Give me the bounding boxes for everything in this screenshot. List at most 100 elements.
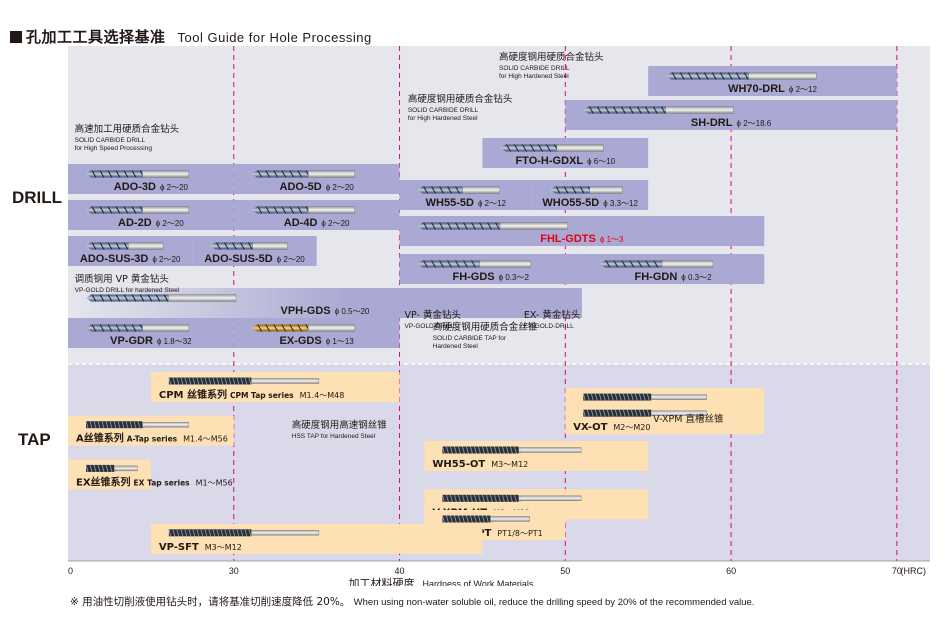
- tool-flute-twist: [447, 260, 452, 268]
- tool-thread: [121, 421, 125, 429]
- drill-bar: [233, 318, 400, 348]
- x-tick-label: 70: [892, 566, 902, 576]
- annotation-en: VP-GOLD-DRILL: [405, 323, 455, 330]
- drill-bar: [648, 66, 897, 96]
- tool-flute-twist: [719, 72, 725, 80]
- tool-thread: [176, 529, 180, 537]
- tool-thread: [458, 515, 461, 523]
- tool-shank: [661, 260, 714, 268]
- tool-thread: [196, 529, 200, 537]
- tool-flute-twist: [652, 106, 658, 114]
- tool-flute-twist: [455, 222, 460, 230]
- tool-thread: [97, 421, 101, 429]
- tool-flute: [86, 170, 143, 178]
- tool-thread: [212, 529, 216, 537]
- tool-thread: [192, 377, 196, 385]
- tool-thread: [244, 377, 248, 385]
- tap-bar-sublabel: CPM Tap series: [230, 391, 294, 400]
- tool-flute-twist: [471, 260, 476, 268]
- tool-thread: [168, 377, 172, 385]
- tool-flute-twist: [679, 72, 685, 80]
- annotation-cn: 高硬度钢用硬质合金钻头: [499, 51, 604, 63]
- tool-flute-twist: [99, 242, 105, 250]
- tool-flute-twist: [735, 72, 741, 80]
- tool-flute-twist: [431, 222, 436, 230]
- tool-thread: [236, 377, 240, 385]
- x-tick-label: 50: [560, 566, 570, 576]
- drill-bar-spec: ϕ 2～20: [321, 219, 350, 228]
- tool-flute-twist: [91, 242, 97, 250]
- tool-flute-twist: [115, 294, 121, 302]
- drill-bar-spec: ϕ 3.3～12: [603, 199, 638, 208]
- tool-flute-twist: [455, 260, 460, 268]
- tool-flute-twist: [139, 294, 145, 302]
- tool-thread: [450, 515, 453, 523]
- section-label-drill: DRILL: [12, 188, 63, 207]
- tool-thread: [192, 529, 196, 537]
- tool-flute: [666, 72, 749, 80]
- tool-thread: [93, 421, 97, 429]
- tool-flute-twist: [628, 106, 634, 114]
- tool-thread: [109, 421, 113, 429]
- tool-flute-twist: [91, 206, 97, 214]
- drill-bar-spec: ϕ 2～20: [152, 255, 181, 264]
- tool-flute-twist: [107, 206, 113, 214]
- tool-thread: [180, 377, 184, 385]
- tool-flute-twist: [289, 324, 295, 332]
- tool-thread: [172, 529, 176, 537]
- tool-thread: [470, 515, 473, 523]
- drill-bar-spec: ϕ 1～3: [600, 235, 624, 244]
- tap-bar: [565, 404, 765, 435]
- tool-flute-twist: [247, 242, 253, 250]
- tool-shank: [518, 447, 582, 453]
- tool-shank: [251, 530, 320, 536]
- footer-note-en: When using non-water soluble oil, reduce…: [353, 597, 755, 608]
- tool-flute-twist: [447, 186, 452, 194]
- tool-thread: [486, 446, 489, 454]
- tool-flute: [442, 515, 491, 523]
- drill-bar: [68, 288, 582, 318]
- annotation-cn: EX- 黄金钻头: [524, 309, 581, 321]
- tool-thread: [610, 409, 614, 417]
- tool-flute: [86, 324, 143, 332]
- tool-flute-twist: [431, 186, 436, 194]
- tool-thread: [450, 446, 453, 454]
- tool-thread: [105, 464, 109, 473]
- tool-thread: [470, 494, 473, 502]
- tool-thread: [590, 393, 594, 401]
- tool-thread: [168, 529, 172, 537]
- tool-thread: [486, 515, 489, 523]
- x-tick-label: 40: [395, 566, 405, 576]
- annotation-cn: 高速加工用硬质合金钻头: [75, 123, 180, 135]
- tool-flute-twist: [671, 72, 677, 80]
- tool-thread: [196, 377, 200, 385]
- tool-thread: [478, 446, 481, 454]
- tool-flute: [86, 242, 129, 250]
- tool-thread: [458, 494, 461, 502]
- tool-thread: [478, 494, 481, 502]
- annotation-en: VP-GOLD DRILL for hardened Steel: [75, 287, 180, 294]
- tool-thread: [490, 494, 493, 502]
- tool-flute-twist: [545, 144, 551, 152]
- tool-shank: [142, 170, 189, 178]
- tap-bar-spec: M1～M56: [196, 478, 233, 487]
- drill-bar: [399, 180, 533, 210]
- tool-thread: [602, 409, 606, 417]
- tool-flute-twist: [605, 260, 611, 268]
- drill-bar-spec: ϕ 2～12: [789, 85, 818, 94]
- tool-thread: [466, 515, 469, 523]
- tool-flute-twist: [215, 242, 221, 250]
- tool-flute: [251, 170, 309, 178]
- tool-flute-twist: [123, 170, 129, 178]
- tool-thread: [442, 446, 445, 454]
- tool-thread: [474, 494, 477, 502]
- annotation-en: for High Speed Processing: [75, 145, 153, 152]
- tool-flute-twist: [447, 222, 452, 230]
- tool-shank: [589, 186, 623, 194]
- tool-flute: [210, 242, 253, 250]
